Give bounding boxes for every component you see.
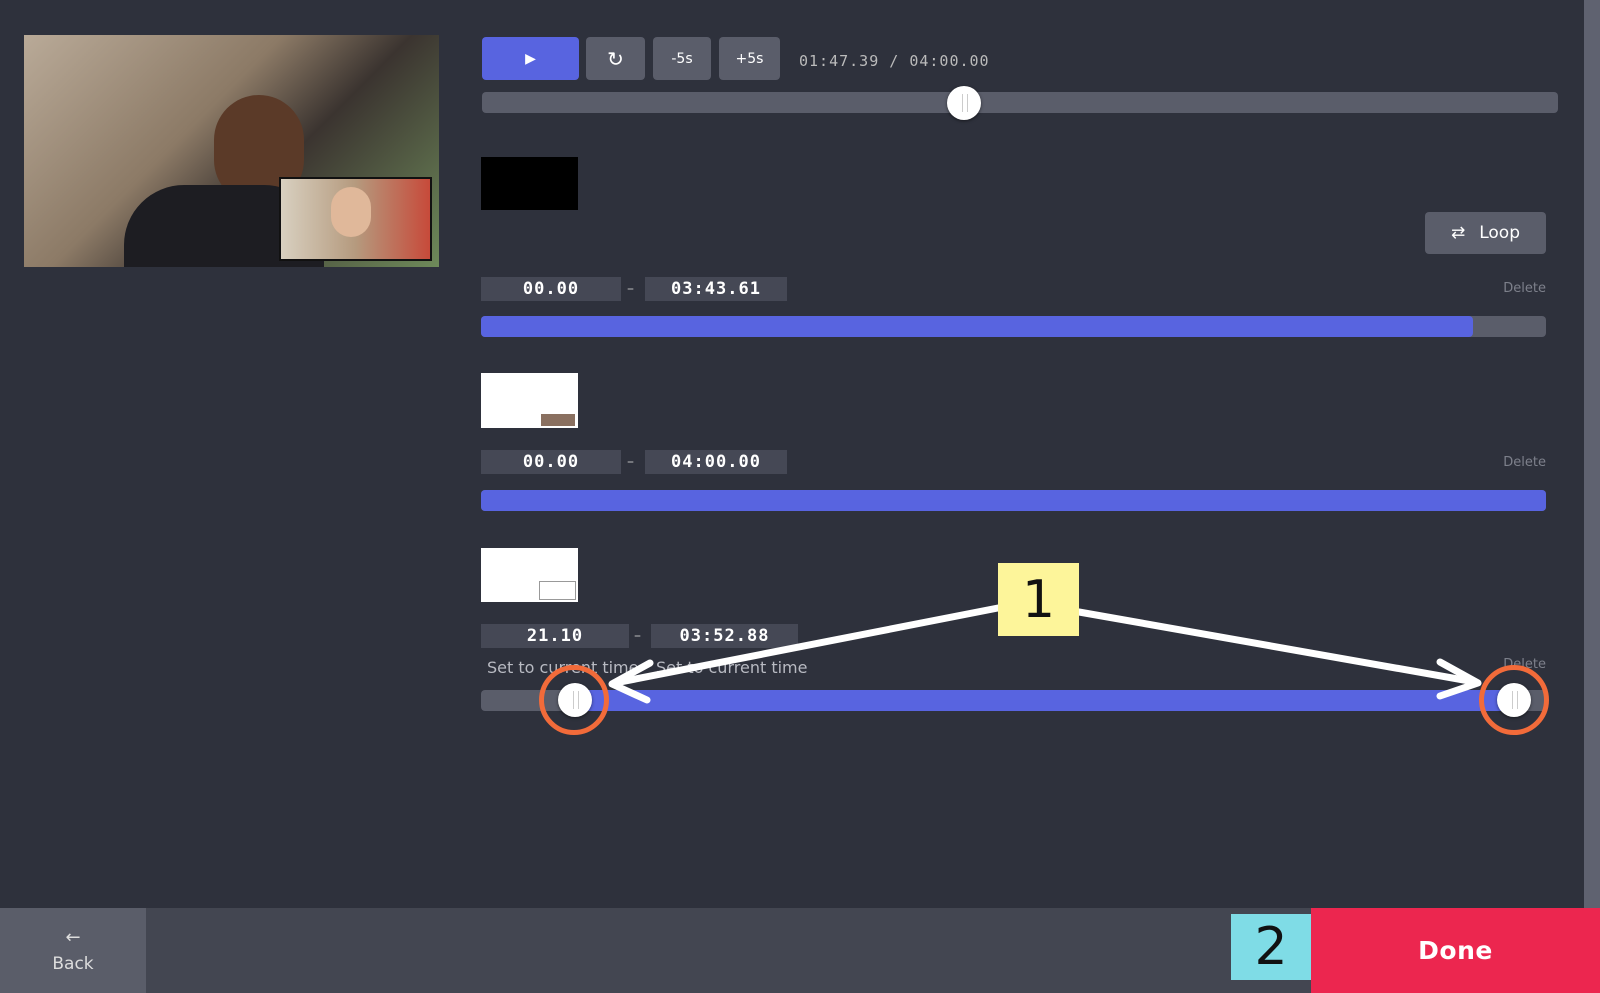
replay-icon: ↻ [607,46,624,71]
replay-button[interactable]: ↻ [586,37,645,80]
time-separator: / [889,52,900,70]
range-dash: – [627,454,634,470]
segment-1-start[interactable]: 00.00 [481,277,621,301]
set-end-to-current-link[interactable]: Set to current time [656,658,808,677]
range-dash: – [627,281,634,297]
play-icon: ▶ [525,50,536,67]
segment-1-range[interactable] [481,316,1546,337]
arrow-left [611,604,1002,687]
segment-1-fill [481,316,1473,337]
segment-2-start[interactable]: 00.00 [481,450,621,474]
segment-3-thumbnail [481,548,578,602]
range-dash: – [634,628,641,644]
segment-2-fill [481,490,1546,511]
loop-label: Loop [1479,223,1520,243]
loop-button[interactable]: ⇄ Loop [1425,212,1546,254]
segment-1-end[interactable]: 03:43.61 [645,277,787,301]
segment-2-range[interactable] [481,490,1546,511]
pip-video [279,177,432,261]
segment-2-thumbnail [481,373,578,428]
play-button[interactable]: ▶ [482,37,579,80]
back-label: Back [52,954,94,974]
duration: 04:00.00 [909,52,990,70]
forward-5s-button[interactable]: +5s [719,37,780,80]
segment-1-delete[interactable]: Delete [1503,281,1546,296]
arrow-left-icon: ← [65,927,81,948]
arrowhead-right [1436,658,1482,700]
segment-3-start[interactable]: 21.10 [481,624,629,648]
segment-2-end[interactable]: 04:00.00 [645,450,787,474]
annotation-step-2: 2 [1231,914,1311,980]
playback-thumb[interactable] [947,86,982,120]
time-readout: 01:47.39 / 04:00.00 [799,52,990,70]
playback-slider[interactable] [482,92,1558,113]
arrow-right [1075,608,1479,686]
segment-1-thumbnail [481,157,578,210]
current-time: 01:47.39 [799,52,880,70]
segment-3-fill [574,690,1515,711]
segment-3-end[interactable]: 03:52.88 [651,624,798,648]
segment-2-delete[interactable]: Delete [1503,455,1546,470]
highlight-circle-end [1479,665,1549,735]
annotation-step-1: 1 [998,563,1079,636]
done-button[interactable]: Done [1311,908,1600,993]
rewind-5s-button[interactable]: -5s [653,37,711,80]
arrowhead-left [608,659,654,704]
loop-icon: ⇄ [1450,223,1466,243]
scrollbar[interactable] [1584,0,1600,908]
segment-3-range[interactable] [481,690,1546,711]
highlight-circle-start [539,665,609,735]
back-button[interactable]: ← Back [0,908,146,993]
video-preview [24,35,439,267]
